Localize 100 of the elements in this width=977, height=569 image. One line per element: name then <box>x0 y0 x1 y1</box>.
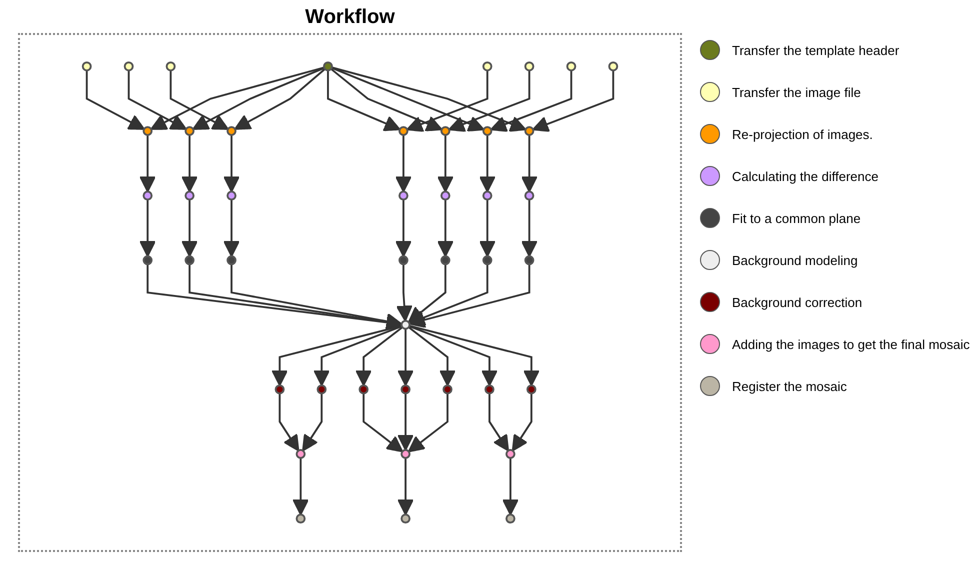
arrow <box>188 264 402 330</box>
arrow <box>271 324 402 386</box>
node-circle <box>166 61 176 72</box>
node-circle <box>316 384 327 394</box>
arrow <box>302 393 323 452</box>
arrow <box>502 458 519 516</box>
arrow <box>139 200 156 257</box>
arrow <box>521 135 538 192</box>
node-circle <box>440 255 450 266</box>
arrow <box>223 135 240 192</box>
arrow <box>396 264 413 322</box>
node-circle <box>524 61 534 72</box>
arrow <box>355 326 403 386</box>
node-circle <box>358 384 369 394</box>
legend-label: Background modeling <box>732 252 858 268</box>
node-circle <box>400 384 410 394</box>
node-circle <box>400 449 410 459</box>
arrow <box>332 66 526 132</box>
arrow <box>408 326 456 386</box>
arrow <box>327 70 401 132</box>
arrow <box>437 200 454 257</box>
arrow <box>128 70 187 130</box>
node-circle <box>524 126 534 136</box>
node-circle <box>296 514 306 524</box>
node-circle <box>398 255 408 266</box>
node-circle <box>400 514 410 524</box>
arrow <box>150 66 324 130</box>
arrow <box>331 67 484 132</box>
arrow <box>181 135 198 192</box>
legend-label: Fit to a common plane <box>732 210 861 226</box>
arrow <box>521 200 538 257</box>
node-circle <box>124 61 134 72</box>
arrow <box>408 325 498 386</box>
legend-label: Calculating the difference <box>732 168 878 184</box>
legend-label: Adding the images to get the final mosaic <box>732 336 970 352</box>
node-circle <box>142 190 153 201</box>
node-circle <box>398 190 408 201</box>
arrow <box>448 70 530 132</box>
arrow <box>395 135 412 192</box>
node-circle <box>524 255 534 266</box>
node-circle <box>274 384 285 394</box>
node-circle <box>440 190 450 201</box>
node-circle <box>506 449 516 459</box>
node-circle <box>482 61 492 72</box>
node-circle <box>566 61 576 72</box>
legend-label: Register the mosaic <box>732 378 847 394</box>
diagram-title: Workflow <box>305 6 395 29</box>
node-circle <box>398 126 408 136</box>
node-circle <box>482 126 492 136</box>
arrow <box>146 264 402 331</box>
arrow <box>139 135 156 192</box>
node-circle <box>142 126 153 136</box>
arrow <box>170 70 229 130</box>
arrow <box>479 200 496 257</box>
arrow <box>397 393 414 451</box>
arrow <box>408 393 448 452</box>
arrow <box>488 393 510 452</box>
node-circle <box>142 255 153 266</box>
arrow <box>234 68 326 130</box>
arrow <box>292 458 309 516</box>
arrow <box>532 70 614 132</box>
arrow <box>86 70 145 130</box>
arrow <box>181 200 198 257</box>
node-circle <box>184 126 194 136</box>
arrow <box>330 68 442 132</box>
arrow <box>278 393 300 452</box>
arrow <box>408 264 488 326</box>
legend-label: Background correction <box>732 294 862 310</box>
arrow <box>437 135 454 192</box>
node-circle <box>400 320 410 330</box>
arrow <box>512 393 532 452</box>
arrow <box>479 135 496 192</box>
legend-label: Transfer the template header <box>732 42 900 58</box>
node-circle <box>184 255 194 266</box>
arrow <box>406 70 488 132</box>
arrow <box>409 324 540 386</box>
arrow <box>230 264 402 330</box>
node-circle <box>226 255 236 266</box>
arrow <box>313 325 402 386</box>
node-circle <box>484 384 494 394</box>
node-circle <box>482 255 492 266</box>
node-circle <box>442 384 452 394</box>
node-circle <box>82 61 92 72</box>
arrow <box>408 264 446 324</box>
node-circle <box>226 126 236 136</box>
node-circle <box>608 61 618 72</box>
node-circle <box>184 190 194 201</box>
legend-label: Re-projection of images. <box>732 126 873 142</box>
arrow <box>223 200 240 257</box>
node-circle <box>226 190 236 201</box>
arrow <box>408 264 530 328</box>
arrow <box>362 393 404 452</box>
arrow <box>490 70 572 132</box>
node-circle <box>506 514 516 524</box>
node-circle <box>524 190 534 201</box>
node-circle <box>440 126 450 136</box>
arrow <box>395 200 412 257</box>
arrow <box>192 67 325 130</box>
node-circle <box>296 449 306 459</box>
node-circle <box>526 384 536 394</box>
